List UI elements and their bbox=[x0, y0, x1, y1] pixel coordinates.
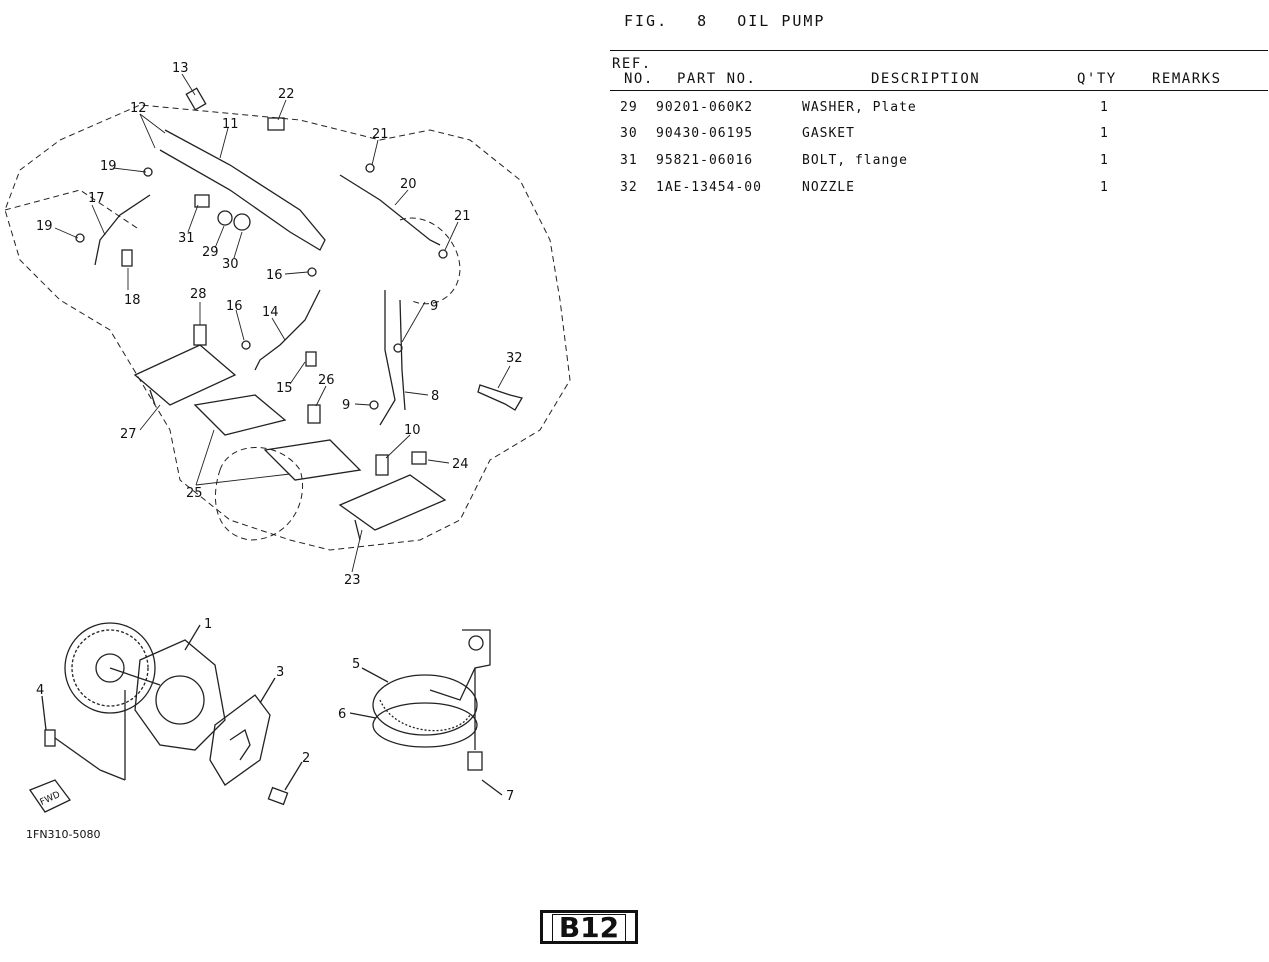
description: NOZZLE bbox=[802, 180, 855, 195]
oil-pipe-8b bbox=[399, 299, 406, 411]
oil-pipe-17 bbox=[94, 194, 151, 266]
part-no: 1AE-13454-00 bbox=[656, 180, 762, 195]
callout: 12 bbox=[130, 101, 147, 116]
callout: 21 bbox=[372, 127, 389, 142]
figure-title: FIG. 8 OIL PUMP bbox=[624, 12, 843, 30]
callout: 5 bbox=[352, 657, 360, 672]
part-no: 90430-06195 bbox=[656, 126, 754, 141]
callout: 23 bbox=[344, 573, 361, 588]
oil-pipe-11 bbox=[159, 129, 326, 251]
callout: 31 bbox=[178, 231, 195, 246]
description: BOLT, flange bbox=[802, 153, 908, 168]
exploded-parts-diagram: 13 12 22 11 21 19 17 19 20 21 31 29 30 1… bbox=[0, 0, 600, 900]
header-qty: Q'TY bbox=[1077, 71, 1117, 87]
callout: 7 bbox=[506, 789, 514, 804]
callout: 19 bbox=[100, 159, 117, 174]
callout: 22 bbox=[278, 87, 295, 102]
page-badge-label: B12 bbox=[551, 914, 627, 942]
figure-number: 8 bbox=[697, 12, 709, 30]
callout: 18 bbox=[124, 293, 141, 308]
description: WASHER, Plate bbox=[802, 100, 917, 115]
quantity: 1 bbox=[1100, 126, 1109, 141]
nozzle-32 bbox=[477, 384, 523, 411]
callout: 6 bbox=[338, 707, 346, 722]
figure-name: OIL PUMP bbox=[737, 12, 826, 30]
table-row: 32 1AE-13454-00 NOZZLE 1 bbox=[610, 180, 1268, 206]
engine-block-outline bbox=[4, 104, 571, 551]
part-no: 90201-060K2 bbox=[656, 100, 754, 115]
callout: 17 bbox=[88, 191, 105, 206]
callout: 24 bbox=[452, 457, 469, 472]
callout: 3 bbox=[276, 665, 284, 680]
ref-no: 31 bbox=[620, 153, 638, 168]
baffle-25a bbox=[193, 394, 287, 436]
header-description: DESCRIPTION bbox=[871, 71, 981, 87]
header-remarks: REMARKS bbox=[1152, 71, 1222, 87]
part-no: 95821-06016 bbox=[656, 153, 754, 168]
oil-pipe-20 bbox=[339, 174, 441, 246]
header-ref-top: REF. bbox=[612, 56, 652, 72]
callout: 15 bbox=[276, 381, 293, 396]
quantity: 1 bbox=[1100, 180, 1109, 195]
quantity: 1 bbox=[1100, 100, 1109, 115]
callout: 9 bbox=[342, 398, 350, 413]
baffle-27 bbox=[133, 344, 237, 406]
header-ref-bottom: NO. bbox=[624, 71, 654, 87]
callout: 19 bbox=[36, 219, 53, 234]
table-row: 30 90430-06195 GASKET 1 bbox=[610, 126, 1268, 152]
callout: 10 bbox=[404, 423, 421, 438]
callout: 28 bbox=[190, 287, 207, 302]
callout-numbers: 13 12 22 11 21 19 17 19 20 21 31 29 30 1… bbox=[36, 61, 523, 808]
callout: 25 bbox=[186, 486, 203, 501]
callout: 9 bbox=[430, 299, 438, 314]
callout: 14 bbox=[262, 305, 279, 320]
callout: 30 bbox=[222, 257, 239, 272]
table-row: 29 90201-060K2 WASHER, Plate 1 bbox=[610, 100, 1268, 126]
table-header-rule bbox=[610, 90, 1268, 91]
ref-no: 29 bbox=[620, 100, 638, 115]
baffle-25b bbox=[263, 439, 362, 481]
callout: 8 bbox=[431, 389, 439, 404]
oil-pipe-8 bbox=[379, 290, 396, 426]
fwd-arrow-shape bbox=[29, 779, 71, 813]
callout: 26 bbox=[318, 373, 335, 388]
oil-strainer-assembly bbox=[349, 629, 503, 796]
oil-pump-assembly bbox=[29, 622, 303, 813]
callout: 16 bbox=[266, 268, 283, 283]
callout: 1 bbox=[204, 617, 212, 632]
oil-pump-illustration: 13 12 22 11 21 19 17 19 20 21 31 29 30 1… bbox=[4, 61, 571, 813]
ref-no: 30 bbox=[620, 126, 638, 141]
callout: 29 bbox=[202, 245, 219, 260]
callout: 20 bbox=[400, 177, 417, 192]
callout: 4 bbox=[36, 683, 44, 698]
callout: 11 bbox=[222, 117, 239, 132]
callout: 16 bbox=[226, 299, 243, 314]
header-part-no: PART NO. bbox=[677, 71, 757, 87]
table-row: 31 95821-06016 BOLT, flange 1 bbox=[610, 153, 1268, 179]
quantity: 1 bbox=[1100, 153, 1109, 168]
callout: 32 bbox=[506, 351, 523, 366]
description: GASKET bbox=[802, 126, 855, 141]
oil-pipe-14 bbox=[254, 289, 321, 371]
callout: 2 bbox=[302, 751, 310, 766]
figure-label: FIG. bbox=[624, 12, 669, 30]
table-top-rule bbox=[610, 50, 1268, 51]
callout: 27 bbox=[120, 427, 137, 442]
ref-no: 32 bbox=[620, 180, 638, 195]
baffle-23 bbox=[338, 474, 447, 541]
page-badge: B12 bbox=[540, 910, 638, 944]
callout: 21 bbox=[454, 209, 471, 224]
callout: 13 bbox=[172, 61, 189, 76]
drawing-code: 1FN310-5080 bbox=[26, 828, 101, 841]
